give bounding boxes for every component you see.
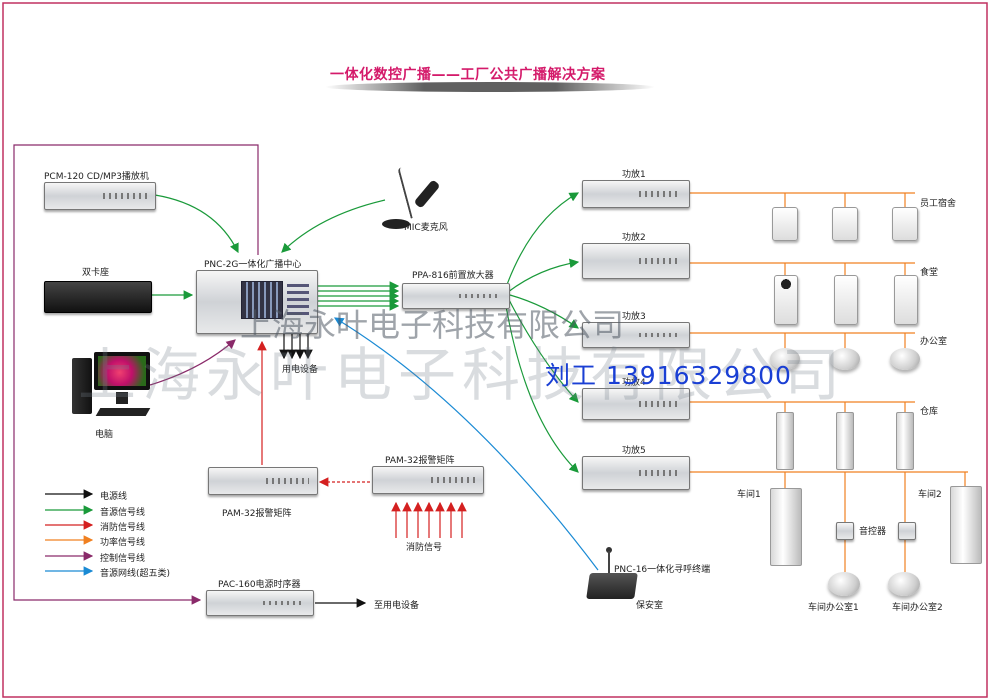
amplifier-5-device — [582, 456, 690, 490]
volume-control-2 — [898, 522, 916, 540]
canteen-speaker-1 — [774, 275, 798, 325]
dorm-label: 员工宿舍 — [920, 199, 957, 209]
office-speaker-1 — [770, 348, 800, 370]
fire-signal-label: 消防信号 — [406, 543, 443, 553]
warehouse-speaker-2 — [836, 412, 854, 470]
legend-audio-line: 音源信号线 — [100, 508, 146, 518]
computer-label: 电脑 — [95, 430, 114, 440]
volume-control-1 — [836, 522, 854, 540]
watermark-mid: 上海永叶电子科技有限公司 — [240, 306, 625, 344]
microphone-label: MIC麦克风 — [404, 223, 448, 233]
legend-fire-line: 消防信号线 — [100, 523, 146, 533]
office-speaker-3 — [890, 348, 920, 370]
amplifier-2-label: 功放2 — [622, 233, 646, 243]
alarm-matrix-right-device — [372, 466, 484, 494]
amplifier-3-label: 功放3 — [622, 312, 646, 322]
ws-office1-speaker — [828, 572, 860, 596]
office-speaker-2 — [830, 348, 860, 370]
security-room-label: 保安室 — [636, 601, 664, 611]
warehouse-speaker-3 — [896, 412, 914, 470]
to-power-label: 至用电设备 — [374, 601, 420, 611]
paging-terminal-icon — [586, 545, 642, 603]
ws-office1-label: 车间办公室1 — [808, 603, 859, 613]
office-label: 办公室 — [920, 337, 948, 347]
cassette-label: 双卡座 — [82, 268, 110, 278]
ws-office2-label: 车间办公室2 — [892, 603, 943, 613]
cd-player-device — [44, 182, 156, 210]
amplifier-1-device — [582, 180, 690, 208]
dorm-speaker-3 — [892, 207, 918, 241]
dorm-speaker-1 — [772, 207, 798, 241]
alarm-matrix-right-label: PAM-32报警矩阵 — [385, 456, 455, 466]
alarm-matrix-left-device — [208, 467, 318, 495]
amplifier-2-device — [582, 243, 690, 279]
broadcast-center-label: PNC-2G一体化广播中心 — [204, 260, 302, 270]
legend-network-line: 音源网线(超五类) — [100, 569, 171, 579]
canteen-speaker-3 — [894, 275, 918, 325]
title-underline — [325, 82, 655, 92]
canteen-label: 食堂 — [920, 268, 939, 278]
workshop1-label: 车间1 — [737, 490, 761, 500]
workshop2-label: 车间2 — [918, 490, 942, 500]
amplifier-1-label: 功放1 — [622, 170, 646, 180]
workshop2-speaker — [950, 486, 982, 564]
warehouse-label: 仓库 — [920, 407, 939, 417]
sequencer-device — [206, 590, 314, 616]
cd-player-label: PCM-120 CD/MP3播放机 — [44, 172, 149, 182]
broadcast-center-device — [196, 270, 318, 334]
legend-control-line: 控制信号线 — [100, 554, 146, 564]
power-device-label: 用电设备 — [282, 365, 319, 375]
cassette-device — [44, 281, 152, 313]
workshop1-speaker — [770, 488, 802, 566]
ws-office2-speaker — [888, 572, 920, 596]
legend-power-signal-line: 功率信号线 — [100, 538, 146, 548]
amplifier-5-label: 功放5 — [622, 446, 646, 456]
legend-power-line: 电源线 — [100, 492, 128, 502]
amplifier-3-device — [582, 322, 690, 348]
alarm-matrix-left-label: PAM-32报警矩阵 — [222, 509, 292, 519]
preamp-device — [402, 283, 510, 309]
canteen-speaker-2 — [834, 275, 858, 325]
preamp-label: PPA-816前置放大器 — [412, 271, 494, 281]
volume-control-label: 音控器 — [859, 527, 887, 537]
dorm-speaker-2 — [832, 207, 858, 241]
warehouse-speaker-1 — [776, 412, 794, 470]
amplifier-4-device — [582, 388, 690, 420]
amplifier-4-label: 功放4 — [622, 378, 646, 388]
watermark-big: 上海永叶电子科技有限公司 — [78, 341, 847, 409]
sequencer-label: PAC-160电源时序器 — [218, 580, 301, 590]
paging-terminal-label: PNC-16一体化寻呼终端 — [614, 565, 711, 575]
microphone-icon — [382, 165, 442, 231]
computer-icon — [72, 352, 152, 422]
contact-text: 刘工 13916329800 — [545, 361, 792, 390]
diagram-title: 一体化数控广播——工厂公共广播解决方案 — [330, 67, 606, 83]
